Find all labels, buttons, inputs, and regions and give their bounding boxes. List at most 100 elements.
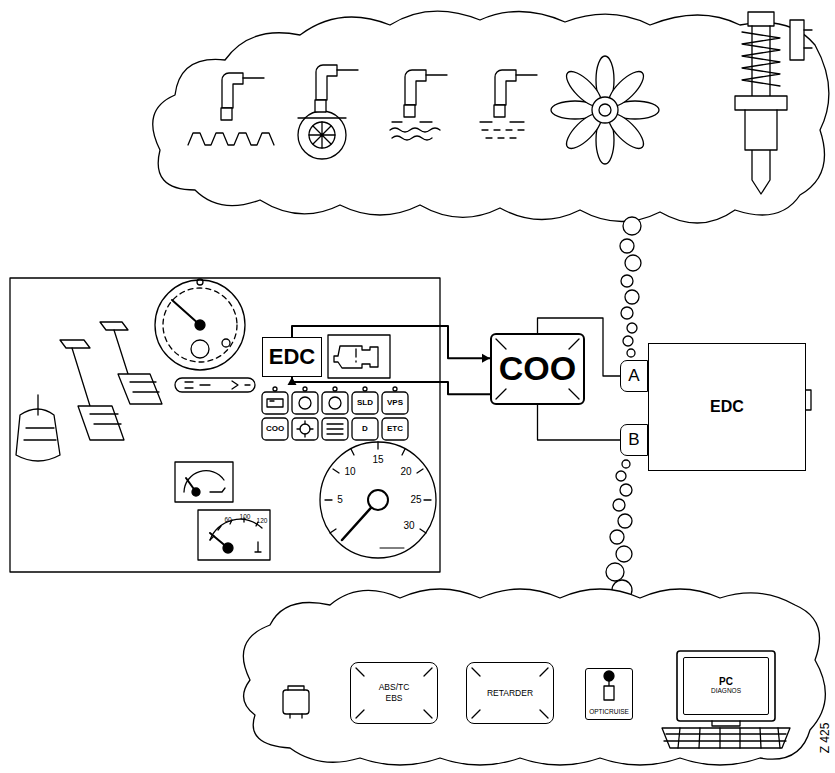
control-stalk-part (185, 381, 250, 389)
bottom-cloud-part (243, 589, 825, 765)
tachometer-part (368, 490, 388, 510)
button-label: ETC (387, 425, 403, 433)
pedals-part (60, 340, 90, 348)
engine-warning-icon-part (334, 346, 378, 368)
turbo-sensor-part (309, 122, 335, 148)
switch-buttons-part (382, 418, 408, 440)
instrument-panel (10, 278, 440, 572)
switch-buttons-part (363, 387, 367, 391)
bubble-chain-part (620, 239, 634, 253)
speed-sensor-part (221, 73, 264, 120)
injector-part (748, 12, 774, 26)
scale-number: 20 (400, 467, 411, 477)
box-corner-marks-part (472, 668, 548, 718)
engine-warning-icon (328, 335, 390, 378)
speed-sensor-part (188, 133, 274, 145)
coo-box-marks (496, 339, 579, 399)
switch-buttons-part (322, 418, 348, 440)
bubble-chain-part (618, 514, 632, 528)
connector (538, 405, 621, 440)
box-text: B (628, 431, 639, 449)
system-box: ABS/TC EBS (350, 662, 438, 724)
control-stalk-part (175, 378, 255, 392)
connector-line (538, 405, 621, 440)
bubble-chain-part (621, 307, 633, 319)
injector (735, 12, 812, 194)
fuel-sensor (480, 70, 537, 138)
switch-buttons-part (267, 399, 283, 407)
bubble-chain-part (616, 546, 632, 562)
temperature-gauge-part (198, 510, 270, 560)
top-cloud (153, 11, 829, 223)
switch-buttons-part (299, 397, 311, 409)
switch-buttons-part (262, 418, 288, 440)
coo-box-marks-part (496, 339, 579, 399)
switch-buttons-part (303, 387, 307, 391)
scale-number: 5 (337, 495, 343, 505)
speedometer (155, 279, 245, 370)
oil-pressure-gauge-part (175, 462, 233, 502)
fan-part (592, 97, 618, 123)
box-subtext: DIAGNOS (711, 688, 741, 695)
engine-warning-icon-part (355, 349, 356, 362)
connector-tab: B (620, 424, 648, 456)
bubble-chain (606, 217, 641, 600)
connector-tab: A (620, 360, 648, 392)
scale-number: 30 (403, 521, 414, 531)
pedals-part (114, 330, 128, 374)
oil-pressure-gauge (175, 462, 233, 502)
speedometer-part (155, 280, 245, 370)
turbo-sensor (298, 65, 358, 159)
gear-lever (604, 671, 614, 700)
bubble-chain-part (627, 349, 635, 357)
switch-buttons-part (292, 418, 318, 440)
bubble-chain-part (606, 563, 624, 581)
tachometer-part (325, 442, 431, 533)
speedometer-part (163, 288, 237, 362)
injector-part (790, 20, 804, 60)
switch-buttons-part (262, 392, 288, 414)
scale-number: 100 (240, 514, 251, 521)
injector-part (745, 110, 777, 194)
control-stalk (175, 378, 255, 392)
injector-part (804, 30, 812, 48)
fan (551, 56, 659, 164)
bubble-chain-part (622, 460, 630, 468)
box-text: ABS/TC EBS (372, 682, 416, 703)
switch-buttons-part (322, 392, 348, 414)
switch-buttons-part (352, 392, 378, 414)
switch-buttons-part (333, 387, 337, 391)
bubble-chain-part (623, 217, 641, 235)
box-text: OPTICRUISE (589, 709, 629, 716)
pc-monitor-part (677, 651, 775, 721)
box-text: EDC (710, 399, 744, 416)
bubble-chain-part (623, 336, 633, 346)
fan-part (599, 104, 611, 116)
pc-screen: PCDIAGNOS (683, 657, 769, 715)
switch-buttons-part (273, 387, 277, 391)
scale-number: 10 (344, 467, 355, 477)
turbo-sensor-part (298, 111, 346, 159)
pedals-part (24, 428, 56, 440)
system-box: RETARDER (466, 662, 554, 724)
coolant-sensor-part (404, 70, 447, 117)
gearbox-box: OPTICRUISE (585, 668, 633, 720)
bubble-chain-part (620, 484, 632, 496)
edc-unit-side (806, 390, 811, 410)
engine-warning-icon-part (328, 335, 390, 378)
pedals-part (16, 409, 60, 461)
coolant-sensor (390, 70, 447, 140)
pedals-part (37, 395, 38, 415)
fuel-sensor-part (480, 122, 524, 138)
box-text: EDC (269, 345, 315, 368)
speedometer-part (195, 320, 205, 330)
box-text: RETARDER (487, 689, 533, 698)
connector-line (292, 377, 490, 394)
bubble-chain-part (616, 471, 626, 481)
turbo-sensor-part (298, 117, 346, 118)
button-label: D (362, 425, 368, 433)
relay-icon-part (283, 690, 309, 714)
scale-number: 120 (257, 518, 268, 525)
box-text: COO (499, 351, 576, 387)
